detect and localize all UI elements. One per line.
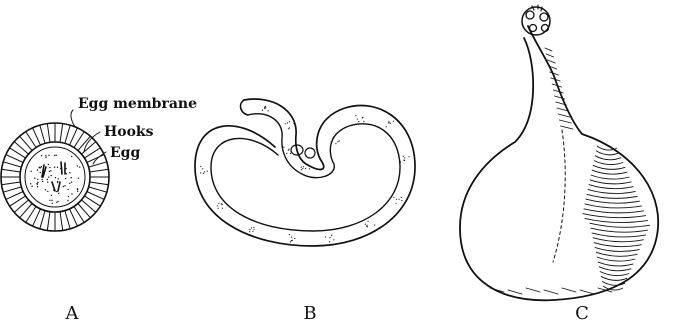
panel-b-coiled-embryo-drawing xyxy=(195,99,415,246)
coiled-body-inner-outline xyxy=(211,114,400,231)
hooks-label: Hooks xyxy=(104,124,154,140)
panel-letter-c: C xyxy=(575,303,589,324)
coiled-body-outer-outline xyxy=(195,99,415,246)
egg-membrane-label: Egg membrane xyxy=(78,96,197,112)
panel-c-bladder-drawing xyxy=(460,5,658,300)
egg-inner-boundary xyxy=(20,142,90,212)
egg-stippling xyxy=(30,155,80,205)
bladder-shading xyxy=(490,146,650,294)
bladder-internal-line xyxy=(553,130,565,262)
egg-label: Egg xyxy=(110,145,140,161)
coiled-body-scolex-detail xyxy=(291,145,315,158)
egg-membrane-leader xyxy=(71,110,75,127)
bladder-outline xyxy=(460,26,658,300)
hooks-leader xyxy=(84,132,100,152)
embryo-hooks xyxy=(42,162,65,191)
scolex-head xyxy=(522,5,550,35)
panel-letter-a: A xyxy=(65,303,80,324)
panel-letter-b: B xyxy=(303,303,316,324)
coiled-body-head-cap xyxy=(241,100,248,115)
egg-membrane-ring xyxy=(25,147,85,207)
panel-a-egg-drawing xyxy=(1,110,109,231)
